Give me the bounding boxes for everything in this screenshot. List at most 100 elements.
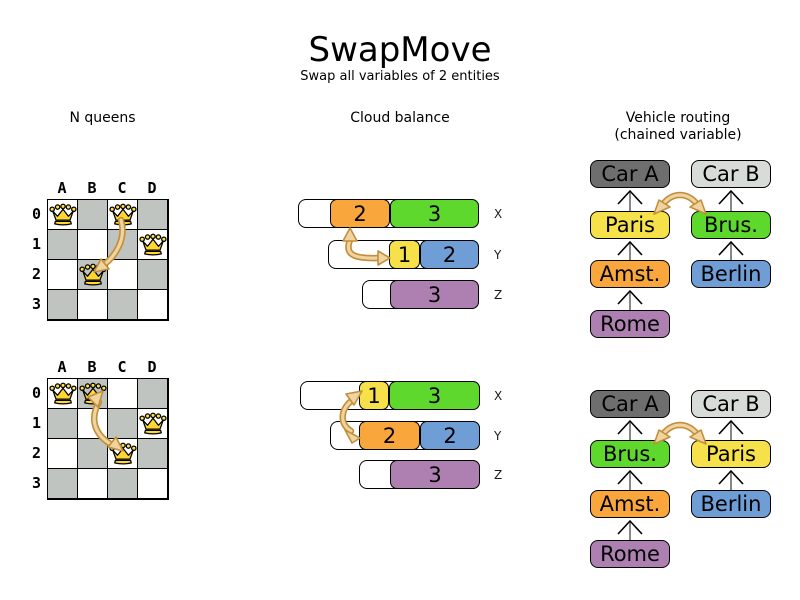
cloud-row-label: Z: [494, 468, 503, 482]
vehicle-box: Car B: [691, 160, 771, 188]
cloud-process-block: 3: [390, 199, 479, 228]
column-label: D: [147, 358, 157, 376]
board-cell: [78, 260, 108, 290]
board-cell: [108, 290, 138, 320]
vehicle-box: Berlin: [691, 260, 771, 288]
board-cell: [108, 439, 138, 469]
board-cell: [138, 439, 168, 469]
page-subtitle: Swap all variables of 2 entities: [300, 69, 500, 84]
cloud-process-block: 3: [390, 280, 479, 309]
chain-arrow-icon: [614, 188, 646, 211]
vehicle-box: Rome: [590, 310, 670, 338]
board-cell: [108, 409, 138, 439]
queen-icon: [48, 382, 77, 404]
cloud-process-block: 1: [389, 240, 420, 269]
board-cell: [108, 230, 138, 260]
vehicle-box: Car A: [590, 160, 670, 188]
board-cell: [48, 469, 78, 499]
vehicle-box: Amst.: [590, 490, 670, 518]
queen-icon: [78, 382, 107, 404]
vehicle-box: Brus.: [691, 211, 771, 239]
vehicle-box: Brus.: [590, 440, 670, 468]
board-cell: [108, 260, 138, 290]
board-cell: [78, 409, 108, 439]
cloud-row-label: Y: [494, 429, 502, 443]
chain-arrow-icon: [715, 468, 747, 490]
cloud-process-block: 2: [330, 199, 390, 228]
row-label: 0: [31, 384, 41, 402]
board-cell: [48, 379, 78, 409]
row-label: 1: [31, 414, 41, 432]
column-label: B: [87, 179, 97, 197]
board-cell: [108, 200, 138, 230]
cloud-row-label: Z: [494, 288, 503, 302]
board-cell: [138, 290, 168, 320]
board-cell: [138, 260, 168, 290]
row-label: 2: [31, 444, 41, 462]
column-label: A: [57, 179, 67, 197]
vehicle-routing-header: Vehicle routing: [625, 110, 731, 126]
board-cell: [48, 200, 78, 230]
column-label: D: [147, 179, 157, 197]
cloud-process-block: 2: [420, 240, 479, 269]
chain-arrow-icon: [715, 239, 747, 260]
column-label: C: [117, 358, 127, 376]
nqueens-board-after: [47, 378, 169, 500]
board-cell: [138, 469, 168, 499]
cloud-row-label: X: [494, 207, 503, 221]
vehicle-box: Car A: [590, 390, 670, 418]
cloud-process-block: 3: [389, 381, 480, 410]
chain-arrow-icon: [715, 418, 747, 440]
cloud-process-block: 1: [359, 381, 389, 410]
board-cell: [138, 230, 168, 260]
queen-icon: [48, 203, 77, 225]
board-cell: [78, 379, 108, 409]
board-cell: [78, 469, 108, 499]
board-cell: [138, 379, 168, 409]
cloud-process-block: 3: [390, 460, 480, 489]
row-label: 3: [31, 474, 41, 492]
chain-arrow-icon: [614, 418, 646, 440]
vehicle-box: Paris: [691, 440, 771, 468]
vehicle-box: Berlin: [691, 490, 771, 518]
board-cell: [48, 260, 78, 290]
cloud-row-label: Y: [494, 248, 502, 262]
board-cell: [78, 290, 108, 320]
chain-arrow-icon: [614, 518, 646, 540]
nqueens-header: N queens: [69, 110, 136, 126]
chain-arrow-icon: [715, 188, 747, 211]
queen-icon: [108, 203, 137, 225]
chain-arrow-icon: [614, 239, 646, 260]
row-label: 2: [31, 265, 41, 283]
board-cell: [78, 200, 108, 230]
board-cell: [78, 230, 108, 260]
board-cell: [48, 290, 78, 320]
column-label: C: [117, 179, 127, 197]
vehicle-box: Rome: [590, 540, 670, 568]
queen-icon: [108, 442, 137, 464]
board-cell: [48, 230, 78, 260]
vehicle-box: Car B: [691, 390, 771, 418]
board-cell: [78, 439, 108, 469]
cloud-row-label: X: [494, 389, 503, 403]
row-label: 1: [31, 235, 41, 253]
board-cell: [108, 379, 138, 409]
board-cell: [138, 200, 168, 230]
chain-arrow-icon: [614, 468, 646, 490]
cloud-balance-header: Cloud balance: [350, 110, 450, 126]
page-title: SwapMove: [308, 30, 492, 70]
queen-icon: [138, 233, 167, 255]
queen-icon: [78, 263, 107, 285]
board-cell: [48, 439, 78, 469]
row-label: 0: [31, 205, 41, 223]
chain-arrow-icon: [614, 288, 646, 310]
vehicle-box: Paris: [590, 211, 670, 239]
column-label: A: [57, 358, 67, 376]
vehicle-box: Amst.: [590, 260, 670, 288]
nqueens-board-before: [47, 199, 169, 321]
queen-icon: [138, 412, 167, 434]
column-label: B: [87, 358, 97, 376]
vehicle-routing-subheader: (chained variable): [614, 127, 742, 143]
board-cell: [108, 469, 138, 499]
row-label: 3: [31, 295, 41, 313]
